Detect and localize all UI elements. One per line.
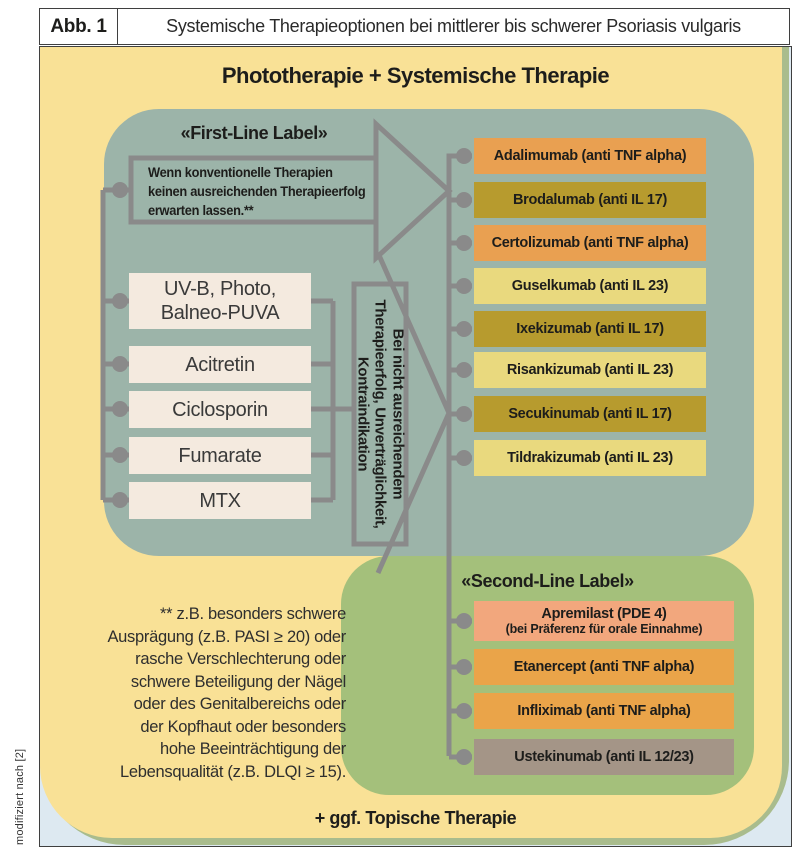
therapy-box-mtx: MTX bbox=[129, 482, 311, 519]
figure-title: Systemische Therapieoptionen bei mittler… bbox=[166, 16, 741, 36]
figure-number: Abb. 1 bbox=[40, 9, 118, 44]
first-line-label: «First-Line Label» bbox=[180, 123, 328, 143]
therapy-box-ciclosporin: Ciclosporin bbox=[129, 391, 311, 428]
biologic-box-tildrakizumab: Tildrakizumab (anti IL 23) bbox=[474, 440, 706, 476]
diagram-title: Phototherapie + Systemische Therapie bbox=[221, 63, 610, 88]
escalation-note: Bei nicht ausreichendem Therapieerfolg, … bbox=[354, 299, 407, 529]
figure-header: Abb. 1 Systemische Therapieoptionen bei … bbox=[39, 8, 790, 45]
biologic-box-risankizumab: Risankizumab (anti IL 23) bbox=[474, 352, 706, 388]
therapy-box-uvb-photo-balneo-puva: UV-B, Photo, Balneo-PUVA bbox=[129, 273, 311, 329]
therapy-box-fumarate: Fumarate bbox=[129, 437, 311, 474]
source-credit: modifiziert nach [2] bbox=[14, 748, 26, 845]
second-line-label: «Second-Line Label» bbox=[461, 571, 634, 591]
drug-box-ustekinumab: Ustekinumab (anti IL 12/23) bbox=[474, 739, 734, 775]
drug-box-infliximab: Infliximab (anti TNF alpha) bbox=[474, 693, 734, 729]
biologic-box-certolizumab: Certolizumab (anti TNF alpha) bbox=[474, 225, 706, 261]
biologic-box-guselkumab: Guselkumab (anti IL 23) bbox=[474, 268, 706, 304]
drug-label: Apremilast (PDE 4) bbox=[541, 606, 667, 622]
condition-arrow-text: Wenn konventionelle Therapien keinen aus… bbox=[148, 165, 366, 218]
biologic-box-secukinumab: Secukinumab (anti IL 17) bbox=[474, 396, 706, 432]
figure-body: Phototherapie + Systemische Therapie «Fi… bbox=[39, 46, 792, 847]
therapy-box-acitretin: Acitretin bbox=[129, 346, 311, 383]
biologic-box-brodalumab: Brodalumab (anti IL 17) bbox=[474, 182, 706, 218]
biologic-box-ixekizumab: Ixekizumab (anti IL 17) bbox=[474, 311, 706, 347]
drug-box-etanercept: Etanercept (anti TNF alpha) bbox=[474, 649, 734, 685]
drug-sublabel: (bei Präferenz für orale Einnahme) bbox=[505, 622, 703, 636]
biologic-box-adalimumab: Adalimumab (anti TNF alpha) bbox=[474, 138, 706, 174]
topical-therapy-note: + ggf. Topische Therapie bbox=[314, 808, 517, 828]
drug-box-apremilast: Apremilast (PDE 4) (bei Präferenz für or… bbox=[474, 601, 734, 641]
footnote-text: ** z.B. besonders schwere Ausprägung (z.… bbox=[107, 605, 346, 781]
